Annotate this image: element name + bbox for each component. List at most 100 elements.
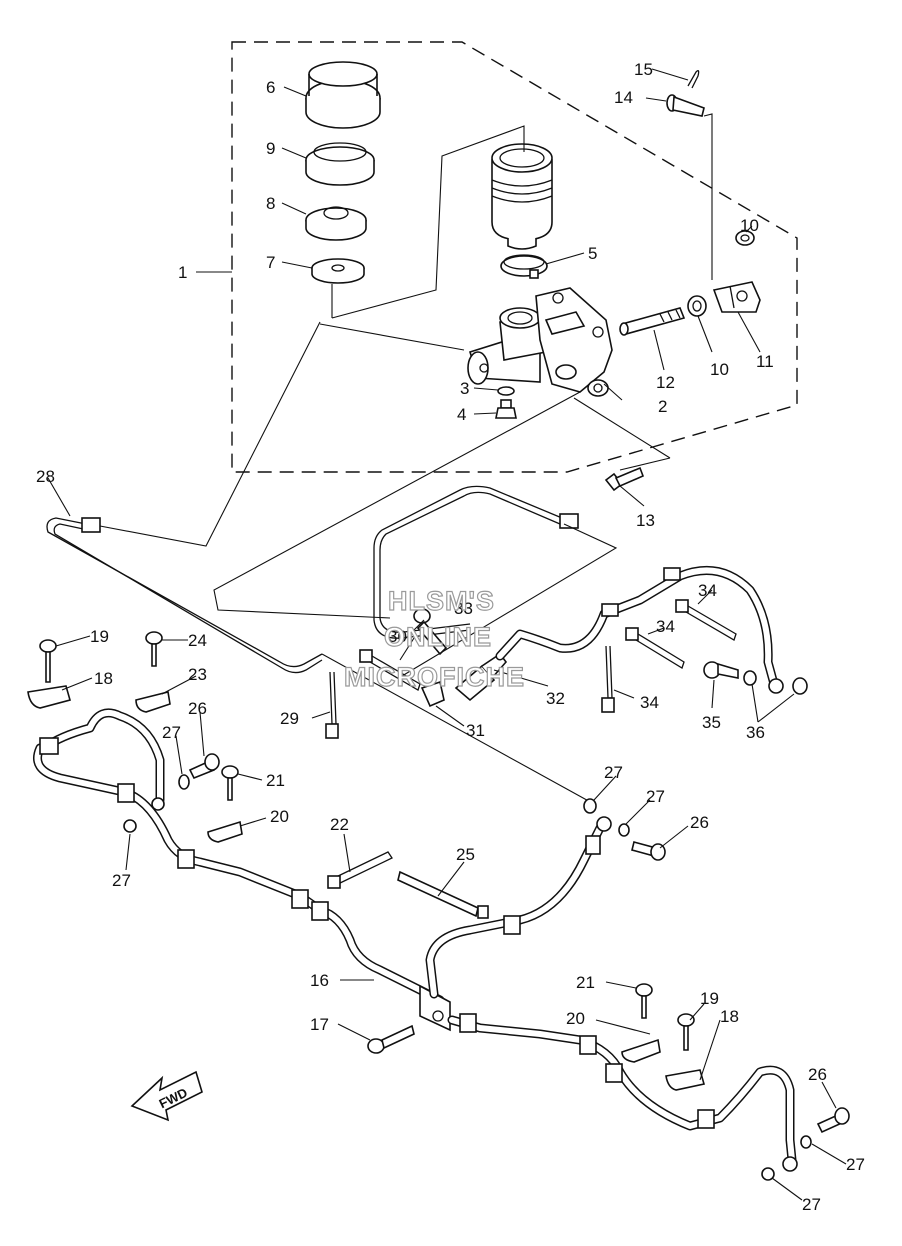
callout-18-left: 18 (94, 669, 113, 688)
master-cylinder-icon (467, 287, 613, 397)
callout-34-a: 34 (698, 581, 717, 600)
watermark-line-3: MICROFICHE (344, 662, 525, 692)
callout-34-c: 34 (640, 693, 659, 712)
clamp-icon (27, 685, 71, 709)
union-bolt-icon (188, 753, 220, 780)
callout-5: 5 (588, 244, 597, 263)
washer-icon (583, 798, 597, 814)
leader-line (321, 653, 595, 805)
callout-20-left: 20 (270, 807, 289, 826)
cotter-pin-icon (687, 70, 700, 89)
cable-tie-icon (601, 645, 615, 713)
bleed-screw-icon (495, 399, 517, 419)
callout-9: 9 (266, 139, 275, 158)
callout-34-b: 34 (656, 617, 675, 636)
leader-lines (47, 68, 847, 1201)
diaphragm-holder-icon (305, 142, 375, 186)
callout-33: 33 (454, 599, 473, 618)
watermark-line-2: ONLINE (384, 622, 492, 652)
callout-11: 11 (756, 352, 774, 371)
callout-36: 36 (746, 723, 765, 742)
clamp-icon (135, 691, 171, 713)
callout-17: 17 (310, 1015, 329, 1034)
callout-14: 14 (614, 88, 633, 107)
watermark: HLSM'S ONLINE MICROFICHE (343, 585, 525, 692)
callout-29: 29 (280, 709, 299, 728)
cable-tie-icon (397, 870, 489, 919)
callout-27-c: 27 (604, 763, 623, 782)
brake-hose-main-icon (33, 708, 445, 1005)
callout-27-a: 27 (162, 723, 181, 742)
callout-2: 2 (658, 397, 667, 416)
callout-32: 32 (546, 689, 565, 708)
callout-16: 16 (310, 971, 329, 990)
callout-26-bottom: 26 (808, 1065, 827, 1084)
nut-icon (687, 295, 707, 317)
callout-10-top: 10 (740, 216, 759, 235)
callout-6: 6 (266, 78, 275, 97)
callout-26-right: 26 (690, 813, 709, 832)
callout-19-left: 19 (90, 627, 109, 646)
reservoir-tank-icon (491, 143, 553, 250)
washer-icon (743, 670, 757, 686)
callout-25: 25 (456, 845, 475, 864)
bolt-icon (367, 1024, 415, 1054)
callout-27-e: 27 (846, 1155, 865, 1174)
cable-tie-icon (675, 599, 737, 641)
union-bolt-icon (413, 608, 448, 656)
callout-18-right: 18 (720, 1007, 739, 1026)
clamp-icon (621, 1038, 661, 1063)
callout-8: 8 (266, 194, 275, 213)
cable-tie-icon (359, 649, 421, 691)
callout-4: 4 (457, 405, 466, 424)
callout-23: 23 (188, 665, 207, 684)
cable-tie-icon (327, 851, 393, 889)
lever-holder-icon (712, 281, 761, 313)
callout-31: 31 (466, 721, 485, 740)
callout-3: 3 (460, 379, 469, 398)
pivot-pin-icon (666, 94, 705, 117)
brake-hose-front-icon (495, 565, 784, 694)
brake-pipe-icon (46, 517, 323, 674)
callout-1: 1 (178, 263, 187, 282)
hose-clamp-icon (500, 254, 548, 279)
callout-numbers: 1 2 3 4 5 6 7 8 9 10 10 11 12 13 14 15 1… (36, 60, 865, 1214)
bolt-icon (677, 1013, 695, 1051)
callout-27-f: 27 (802, 1195, 821, 1214)
washer-icon (761, 1167, 775, 1181)
clamp-icon (207, 820, 243, 843)
callout-22: 22 (330, 815, 349, 834)
plate-icon (311, 258, 365, 284)
union-bolt-icon (703, 661, 739, 679)
callout-19-right: 19 (700, 989, 719, 1008)
fwd-arrow-icon: FWD (130, 1070, 203, 1122)
callout-30: 30 (388, 627, 407, 646)
union-bolt-icon (631, 841, 666, 861)
washer-icon (497, 386, 515, 396)
reservoir-cap-icon (305, 61, 381, 129)
callout-21-right: 21 (576, 973, 595, 992)
clip-icon (420, 680, 445, 708)
callout-26-left: 26 (188, 699, 207, 718)
callout-27-d: 27 (646, 787, 665, 806)
callout-12: 12 (656, 373, 675, 392)
bolt-icon (145, 631, 163, 667)
callout-35: 35 (702, 713, 721, 732)
callout-21-left: 21 (266, 771, 285, 790)
long-bolt-icon (619, 307, 686, 336)
callout-7: 7 (266, 253, 275, 272)
callout-20-right: 20 (566, 1009, 585, 1028)
callout-24: 24 (188, 631, 207, 650)
washer-icon (123, 819, 137, 833)
callout-15: 15 (634, 60, 653, 79)
callout-13: 13 (636, 511, 655, 530)
washer-icon (618, 823, 630, 837)
washer-icon (178, 774, 190, 790)
bolt-icon (604, 466, 645, 492)
union-bolt-icon (816, 1107, 850, 1134)
brake-hose-junction-icon (419, 816, 798, 1172)
cable-tie-icon (325, 671, 339, 739)
nut-icon (735, 230, 755, 246)
watermark-line-1: HLSM'S (388, 586, 495, 616)
